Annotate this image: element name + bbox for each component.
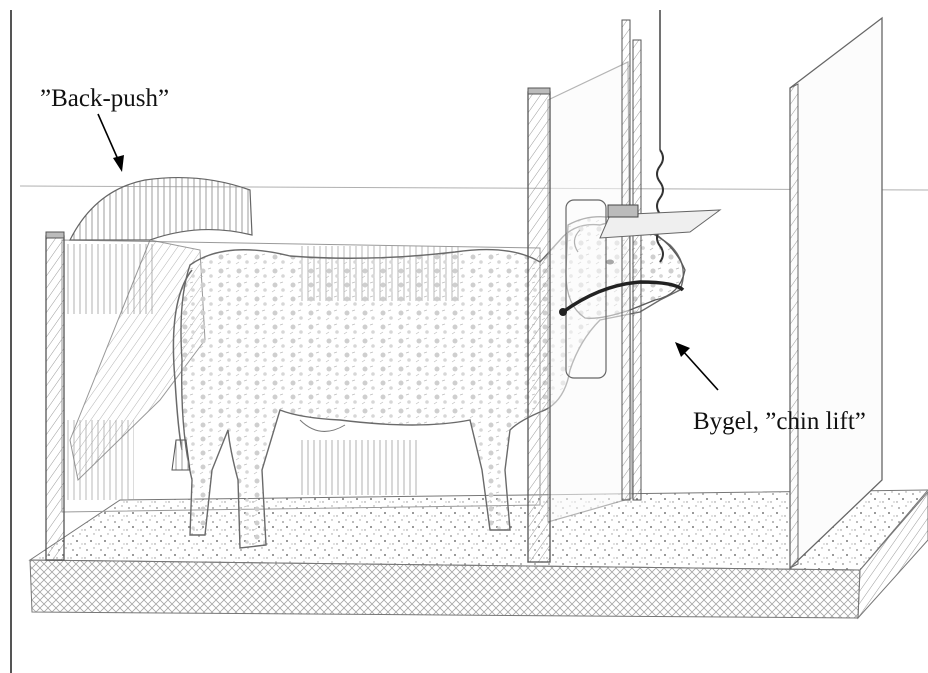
chin-lift-pivot <box>559 308 567 316</box>
headgate <box>548 10 720 522</box>
rear-post-top <box>46 232 64 238</box>
cow-udder <box>300 420 345 431</box>
back-push-arrow <box>98 114 120 164</box>
rear-post <box>46 236 64 560</box>
headgate-rail-2 <box>633 40 641 500</box>
middle-post-top <box>528 88 550 94</box>
headgate-bracket <box>608 205 638 217</box>
back-push-label: ”Back-push” <box>40 86 169 111</box>
front-gate-panel <box>790 18 882 568</box>
chin-lift-arrow <box>682 350 718 390</box>
panel-hatching-bottom <box>300 440 420 495</box>
platform-front <box>30 560 860 618</box>
back-push-hood <box>70 178 252 240</box>
front-gate-edge <box>790 84 798 568</box>
headgate-panel <box>548 62 632 522</box>
headgate-rail-1 <box>622 20 630 500</box>
chin-lift-label: Bygel, ”chin lift” <box>693 409 866 434</box>
back-push-arrowhead <box>113 155 124 172</box>
middle-post <box>528 92 550 562</box>
chin-lift-arrowhead <box>675 342 690 357</box>
